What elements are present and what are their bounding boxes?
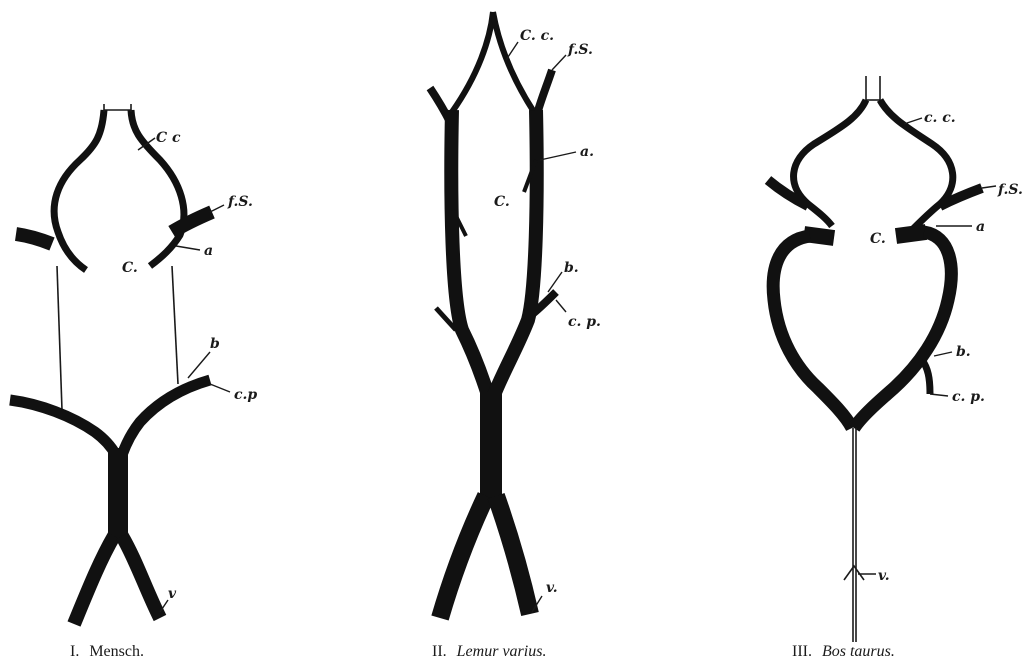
panel-1-label-v: v — [168, 586, 177, 602]
caption-panel-1: I. Mensch. — [70, 643, 144, 660]
panel-1-label-fs: f.S. — [227, 194, 253, 210]
panel-1-thin-line-left — [57, 266, 62, 410]
panel-3-label-cc: c. c. — [924, 110, 956, 126]
panel-1-circle-left — [54, 110, 104, 270]
panel-1-label-a: a — [204, 243, 213, 259]
panel-3-label-v: v. — [878, 568, 890, 584]
panel-3-lower-right — [854, 232, 951, 428]
panel-3-diagram: c. c. f.S. a C. b. c. p. v. — [768, 76, 1023, 642]
panel-2-label-a: a. — [580, 144, 594, 160]
panel-3-arrow-icon — [844, 566, 864, 580]
panel-3-label-c: C. — [870, 231, 886, 247]
panel-2-leader-b — [548, 272, 562, 292]
panel-1-leader-a — [176, 246, 200, 250]
panel-3-leader-cp — [930, 394, 948, 396]
panel-3-junction-right — [896, 232, 926, 236]
panel-1-lower-branch-left — [10, 400, 116, 455]
panel-3-label-b: b. — [956, 344, 971, 360]
panel-3-leader-b — [934, 352, 952, 356]
panel-1-leader-b — [188, 352, 210, 378]
caption-panel-3-numeral: III. — [792, 643, 812, 660]
panel-3-lower-left — [773, 236, 852, 428]
panel-1-leader-fs — [210, 205, 224, 212]
panel-2-label-cp: c. p. — [568, 314, 601, 330]
panel-2-label-b: b. — [564, 260, 579, 276]
panel-3-leader-fs — [982, 186, 996, 188]
panel-1-leg-left — [74, 536, 114, 624]
panel-2-label-c: C. — [494, 194, 510, 210]
panel-2-leader-cp — [556, 300, 566, 312]
panel-2-leader-fs — [552, 55, 566, 70]
panel-2-leader-cc — [506, 42, 518, 60]
caption-panel-2: II. Lemur varius. — [432, 643, 546, 660]
caption-panel-3-species: Bos taurus. — [822, 643, 895, 660]
panel-3-offshoot — [922, 360, 930, 394]
panel-1-label-cp: c.p — [234, 387, 257, 403]
panel-1-leg-right — [122, 536, 160, 618]
caption-panel-2-species: Lemur varius. — [456, 643, 547, 660]
panel-1-label-cc: C c — [156, 130, 181, 146]
panel-2-top-spike-right — [493, 12, 534, 112]
panel-1-label-c: C. — [122, 260, 138, 276]
panel-1-diagram: C c f.S. a C. b c.p v — [10, 104, 257, 624]
panel-2-vessel-left — [451, 110, 488, 395]
panel-3-label-a: a — [976, 219, 985, 235]
panel-2-label-v: v. — [546, 580, 558, 596]
panel-3-label-fs: f.S. — [997, 182, 1023, 198]
panel-1-thin-line-right — [172, 266, 178, 384]
panel-2-top-spike-left — [452, 12, 493, 112]
panel-1-fs-branch-left — [16, 234, 52, 244]
panel-2-leg-right — [496, 496, 530, 614]
panel-2-label-fs: f.S. — [567, 42, 593, 58]
panel-1-lower-branch-right — [122, 380, 210, 455]
caption-panel-2-numeral: II. — [432, 643, 447, 660]
panel-1-fs-branch-right — [172, 212, 212, 232]
panel-2-diagram: C. c. f.S. a. C. b. c. p. v. — [430, 12, 601, 618]
caption-panel-3: III. Bos taurus. — [792, 643, 895, 660]
panel-3-leader-cc — [904, 118, 922, 124]
panel-3-label-cp: c. p. — [952, 389, 985, 405]
panel-1-label-b: b — [210, 336, 220, 352]
caption-panel-1-species: Mensch. — [89, 643, 144, 660]
panel-2-leader-a — [540, 152, 576, 160]
panel-1-leader-cp — [210, 384, 230, 392]
panel-2-leg-left — [440, 496, 486, 618]
panel-2-label-cc: C. c. — [520, 28, 554, 44]
panel-2-vessel-right — [494, 110, 537, 395]
caption-panel-1-numeral: I. — [70, 643, 79, 660]
